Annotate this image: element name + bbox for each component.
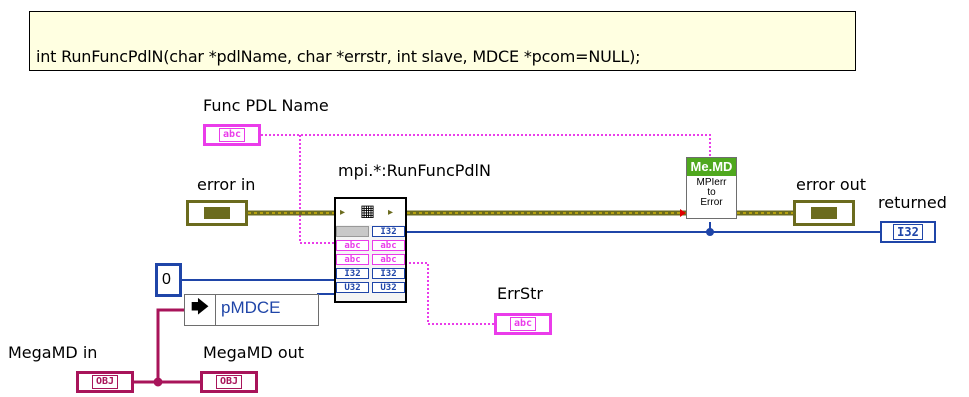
megamd-in-label: MegaMD in <box>8 343 98 362</box>
error-in-label: error in <box>197 175 256 194</box>
return-type-cell-left <box>336 226 369 237</box>
pcom-in-cell: U32 <box>336 282 369 293</box>
subvi-line-1: MPIerr <box>696 177 727 188</box>
arrow-right-icon: 🡆 <box>185 295 216 325</box>
func-pdl-name-type: abc <box>218 128 246 142</box>
error-cluster-icon <box>204 207 230 219</box>
func-pdl-name-terminal[interactable]: abc <box>203 124 261 146</box>
library-icon: ▦ <box>360 201 376 220</box>
megamd-in-terminal[interactable]: OBJ <box>76 371 134 393</box>
pcom-out-cell: U32 <box>372 282 405 293</box>
error-out-terminal[interactable] <box>793 200 855 226</box>
error-out-label: error out <box>796 175 867 194</box>
errstr-in-cell: abc <box>336 254 369 265</box>
node-parameter-grid: I32 abc abc abc abc I32 I32 U32 U32 <box>336 226 405 301</box>
errstr-type: abc <box>509 317 537 331</box>
errstr-out-cell: abc <box>372 254 405 265</box>
slave-out-cell: I32 <box>372 268 405 279</box>
node-header: ▸ ▦ ▸ <box>336 199 405 225</box>
errstr-wire <box>405 262 494 325</box>
func-pdl-name-wire <box>261 134 711 244</box>
subvi-line-2: to <box>707 187 716 198</box>
megamd-out-label: MegaMD out <box>203 343 305 362</box>
megamd-out-type: OBJ <box>215 375 243 389</box>
slave-constant[interactable]: 0 <box>155 263 182 297</box>
subvi-line-3: Error <box>700 197 723 208</box>
subvi-body: MPIerr to Error <box>687 178 736 208</box>
slave-in-cell: I32 <box>336 268 369 279</box>
property-name: pMDCE <box>221 298 281 317</box>
error-cluster-out-icon <box>811 207 837 219</box>
return-type-cell: I32 <box>372 226 405 237</box>
error-in-terminal[interactable] <box>186 200 248 226</box>
megamd-in-type: OBJ <box>91 375 119 389</box>
mpierr-to-error-subvi[interactable]: Me.MD MPIerr to Error <box>686 157 737 219</box>
returned-type: I32 <box>893 224 923 240</box>
return-value-wire <box>405 222 880 236</box>
func-pdl-name-label: Func PDL Name <box>203 96 329 115</box>
returned-terminal[interactable]: I32 <box>880 221 936 243</box>
pdlname-out-cell: abc <box>372 240 405 251</box>
errstr-terminal[interactable]: abc <box>494 313 552 335</box>
megamd-out-terminal[interactable]: OBJ <box>200 371 258 393</box>
pmdce-property-node[interactable]: 🡆 pMDCE <box>184 294 319 326</box>
errstr-label: ErrStr <box>497 284 543 303</box>
subvi-input-arrow <box>680 209 686 217</box>
pdlname-in-cell: abc <box>336 240 369 251</box>
error-out-arrow-icon: ▸ <box>388 207 394 218</box>
subvi-header: Me.MD <box>687 158 736 176</box>
error-in-arrow-icon: ▸ <box>340 207 346 218</box>
returned-label: returned <box>878 193 947 212</box>
comment-text: int RunFuncPdlN(char *pdlName, char *err… <box>36 47 641 66</box>
comment-box[interactable]: int RunFuncPdlN(char *pdlName, char *err… <box>29 11 856 71</box>
megamd-wire <box>134 308 200 387</box>
node-title: mpi.*:RunFuncPdlN <box>338 161 491 180</box>
